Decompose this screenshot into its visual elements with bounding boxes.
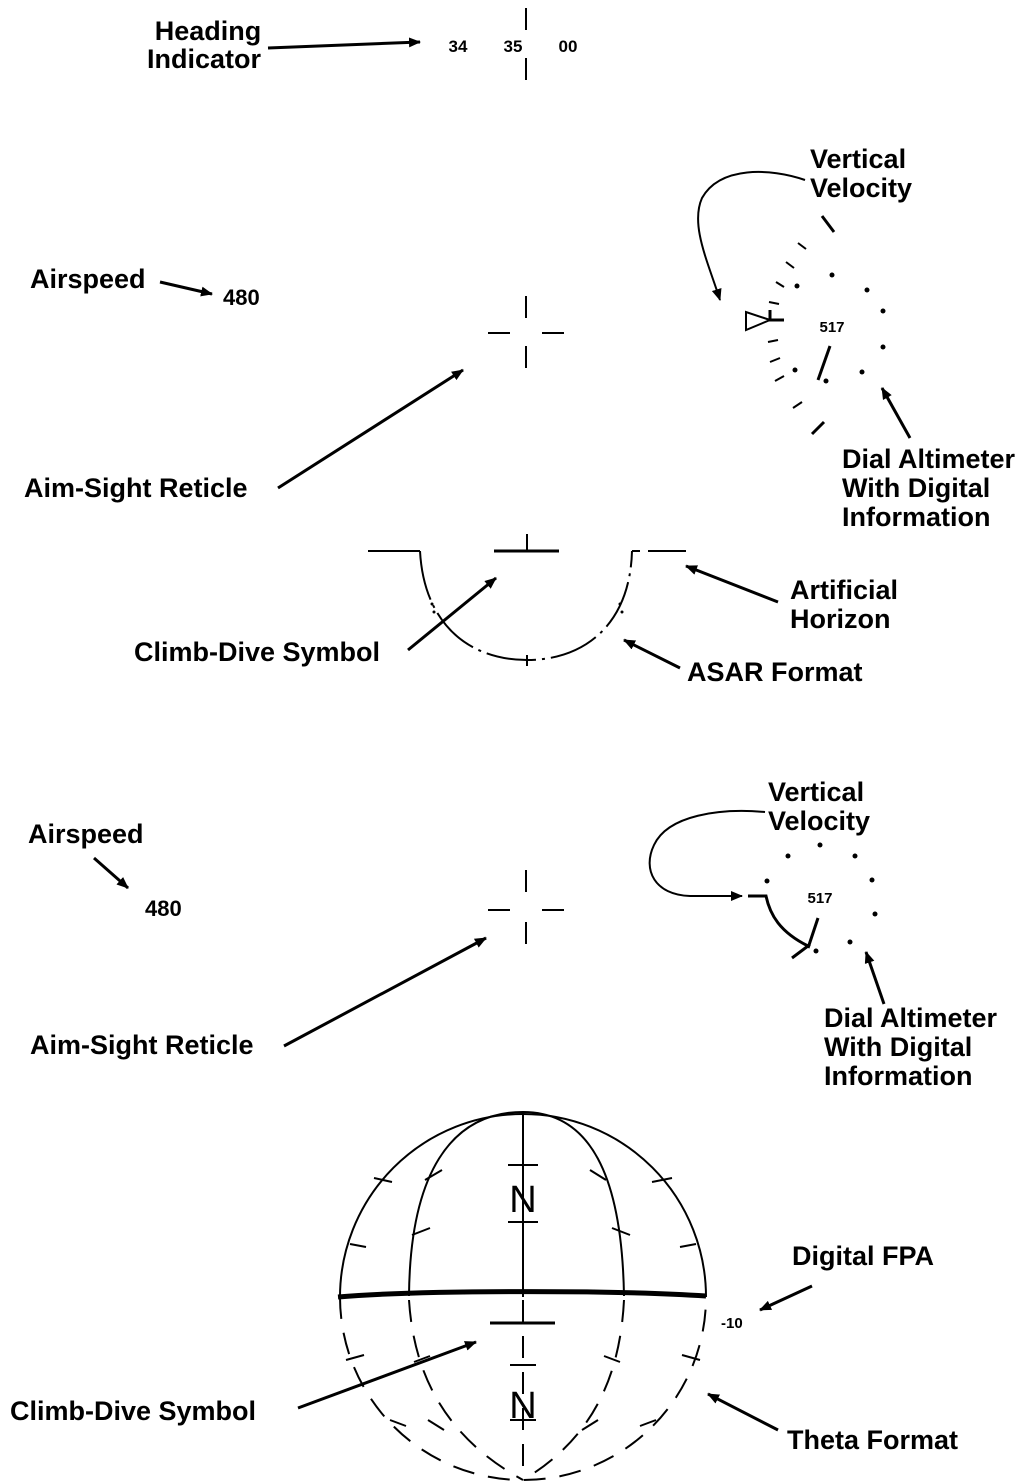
altimeter-label-line1-2: Dial Altimeter <box>824 1003 998 1033</box>
vv-label-line2-2: Velocity <box>768 806 870 836</box>
theta-sphere: N N -10 <box>337 1111 743 1481</box>
reticle-arrow-2 <box>283 936 487 1048</box>
north-marker-lower: N <box>509 1385 536 1427</box>
sphere-horizon-line <box>337 1289 707 1300</box>
north-marker-upper: N <box>509 1179 536 1221</box>
aim-sight-reticle <box>488 296 564 368</box>
meridian-right-lower <box>522 1299 625 1481</box>
airspeed-arrow-2 <box>93 856 129 890</box>
airspeed-label: Airspeed <box>30 264 146 294</box>
vv-label-line1: Vertical <box>810 144 906 174</box>
asar-format-arrow <box>623 638 681 670</box>
aim-sight-reticle-2 <box>488 870 564 944</box>
theta-format-label: Theta Format <box>787 1425 958 1455</box>
airspeed-arrow <box>159 280 213 297</box>
theta-panel: Airspeed 480 Aim-Sight Reticle Vertical … <box>10 777 998 1481</box>
fpa-arrow <box>759 1284 813 1312</box>
altimeter-digital-value: 517 <box>819 319 844 336</box>
horizon-arrow <box>685 564 779 604</box>
heading-arrow <box>267 37 421 50</box>
climb-dive-label: Climb-Dive Symbol <box>134 637 380 667</box>
meridian-right <box>522 1111 625 1297</box>
asar-format-symbol <box>368 534 686 666</box>
altimeter-label-line3: Information <box>842 502 991 532</box>
climb-dive-arrow-2 <box>297 1340 477 1410</box>
altimeter-needle-2 <box>806 917 820 949</box>
airspeed-value: 480 <box>223 285 260 310</box>
altimeter-label-line1: Dial Altimeter <box>842 444 1016 474</box>
vv-bracket <box>768 310 784 322</box>
climb-dive-symbol-2 <box>490 1306 555 1325</box>
climb-dive-symbol <box>494 534 559 553</box>
altimeter-dial-2: 517 <box>764 842 878 954</box>
airspeed-value-2: 480 <box>145 896 182 921</box>
horizon-label-line2: Horizon <box>790 604 891 634</box>
heading-tick-34: 34 <box>449 37 468 56</box>
asar-format-label: ASAR Format <box>687 657 863 687</box>
fpa-value: -10 <box>721 1315 743 1332</box>
meridian-left-lower <box>408 1299 524 1481</box>
heading-tape: 34 35 00 <box>449 8 578 80</box>
altimeter-dial: 517 <box>792 272 886 384</box>
fpa-label: Digital FPA <box>792 1241 934 1271</box>
altimeter-label-line2-2: With Digital <box>824 1032 972 1062</box>
climb-dive-arrow <box>407 576 497 652</box>
vv-arrow <box>697 170 806 301</box>
vv-arrow-2 <box>648 809 766 901</box>
vv-scale <box>745 215 836 436</box>
heading-tick-00: 00 <box>559 37 578 56</box>
altimeter-needle <box>816 345 832 381</box>
heading-label-line1: Heading <box>155 16 262 46</box>
theta-format-arrow <box>707 1392 779 1432</box>
heading-label-line2: Indicator <box>147 44 262 74</box>
reticle-label-2: Aim-Sight Reticle <box>30 1030 254 1060</box>
vv-label-line2: Velocity <box>810 173 912 203</box>
altimeter-label-line3-2: Information <box>824 1061 973 1091</box>
asar-panel: Heading Indicator 34 35 00 Airspeed 480 … <box>24 8 1016 687</box>
sphere-lower-ticks <box>345 1354 701 1431</box>
altimeter-arrow <box>880 387 912 439</box>
altimeter-arrow-2 <box>864 951 886 1005</box>
horizon-label-line1: Artificial <box>790 575 898 605</box>
airspeed-label-2: Airspeed <box>28 819 144 849</box>
altimeter-digital-value-2: 517 <box>807 890 832 907</box>
reticle-arrow <box>277 368 464 490</box>
vv-indicator-2 <box>748 894 811 960</box>
meridian-left <box>408 1111 524 1297</box>
vv-pointer <box>745 310 773 332</box>
climb-dive-label-2: Climb-Dive Symbol <box>10 1396 256 1426</box>
vv-label-line1-2: Vertical <box>768 777 864 807</box>
sphere-lower-outline <box>339 1296 707 1481</box>
altimeter-label-line2: With Digital <box>842 473 990 503</box>
asar-arc <box>419 550 633 662</box>
sphere-upper-ticks <box>349 1164 697 1248</box>
reticle-label: Aim-Sight Reticle <box>24 473 248 503</box>
heading-tick-35: 35 <box>504 37 523 56</box>
